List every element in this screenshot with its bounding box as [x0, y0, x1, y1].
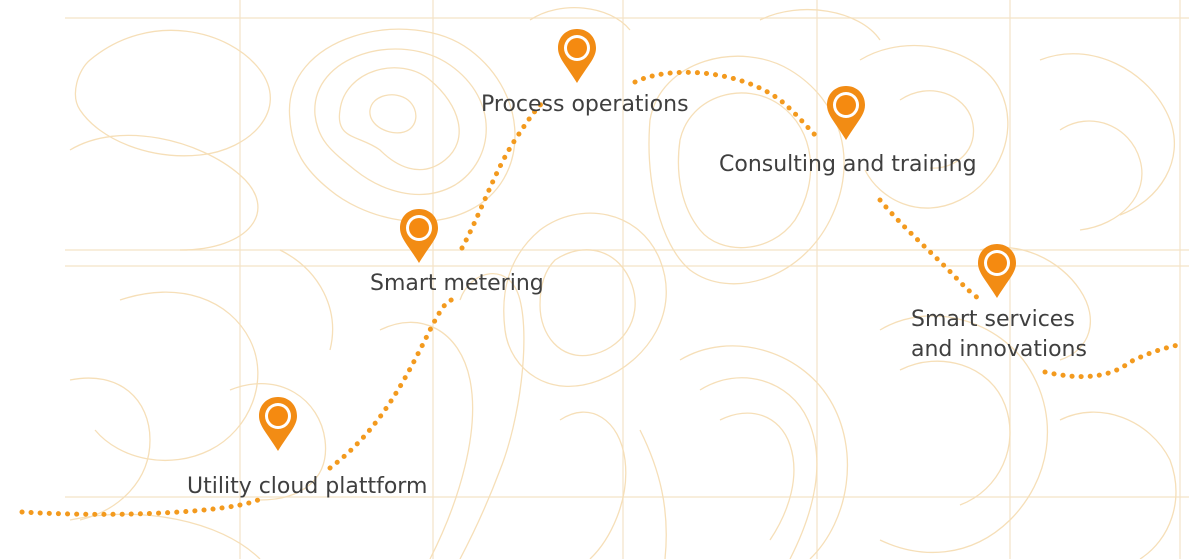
station-label-process-operations[interactable]: Process operations: [481, 90, 689, 120]
station-label-text: Process operations: [481, 92, 689, 117]
map-pin-icon[interactable]: [975, 242, 1019, 300]
map-grid: [65, 0, 1189, 559]
map-pin-icon[interactable]: [256, 395, 300, 453]
station-label-text: Utility cloud plattform: [187, 474, 428, 499]
station-label-consulting-and-training[interactable]: Consulting and training: [719, 150, 977, 180]
map-pin-icon[interactable]: [555, 27, 599, 85]
station-label-text: Smart metering: [370, 271, 544, 296]
station-label-smart-metering[interactable]: Smart metering: [370, 269, 544, 299]
map-pin-icon[interactable]: [397, 207, 441, 265]
station-label-text-line-1: Smart services: [911, 307, 1075, 332]
dotted-route: [19, 69, 1181, 517]
contour-lines: [69, 7, 1177, 559]
station-label-text: Consulting and training: [719, 152, 977, 177]
map-pin-icon[interactable]: [824, 84, 868, 142]
station-label-smart-services-and-innovations[interactable]: Smart services and innovations: [911, 305, 1087, 365]
station-label-text-line-2: and innovations: [911, 337, 1087, 362]
station-label-utility-cloud-platform[interactable]: Utility cloud plattform: [187, 472, 427, 502]
